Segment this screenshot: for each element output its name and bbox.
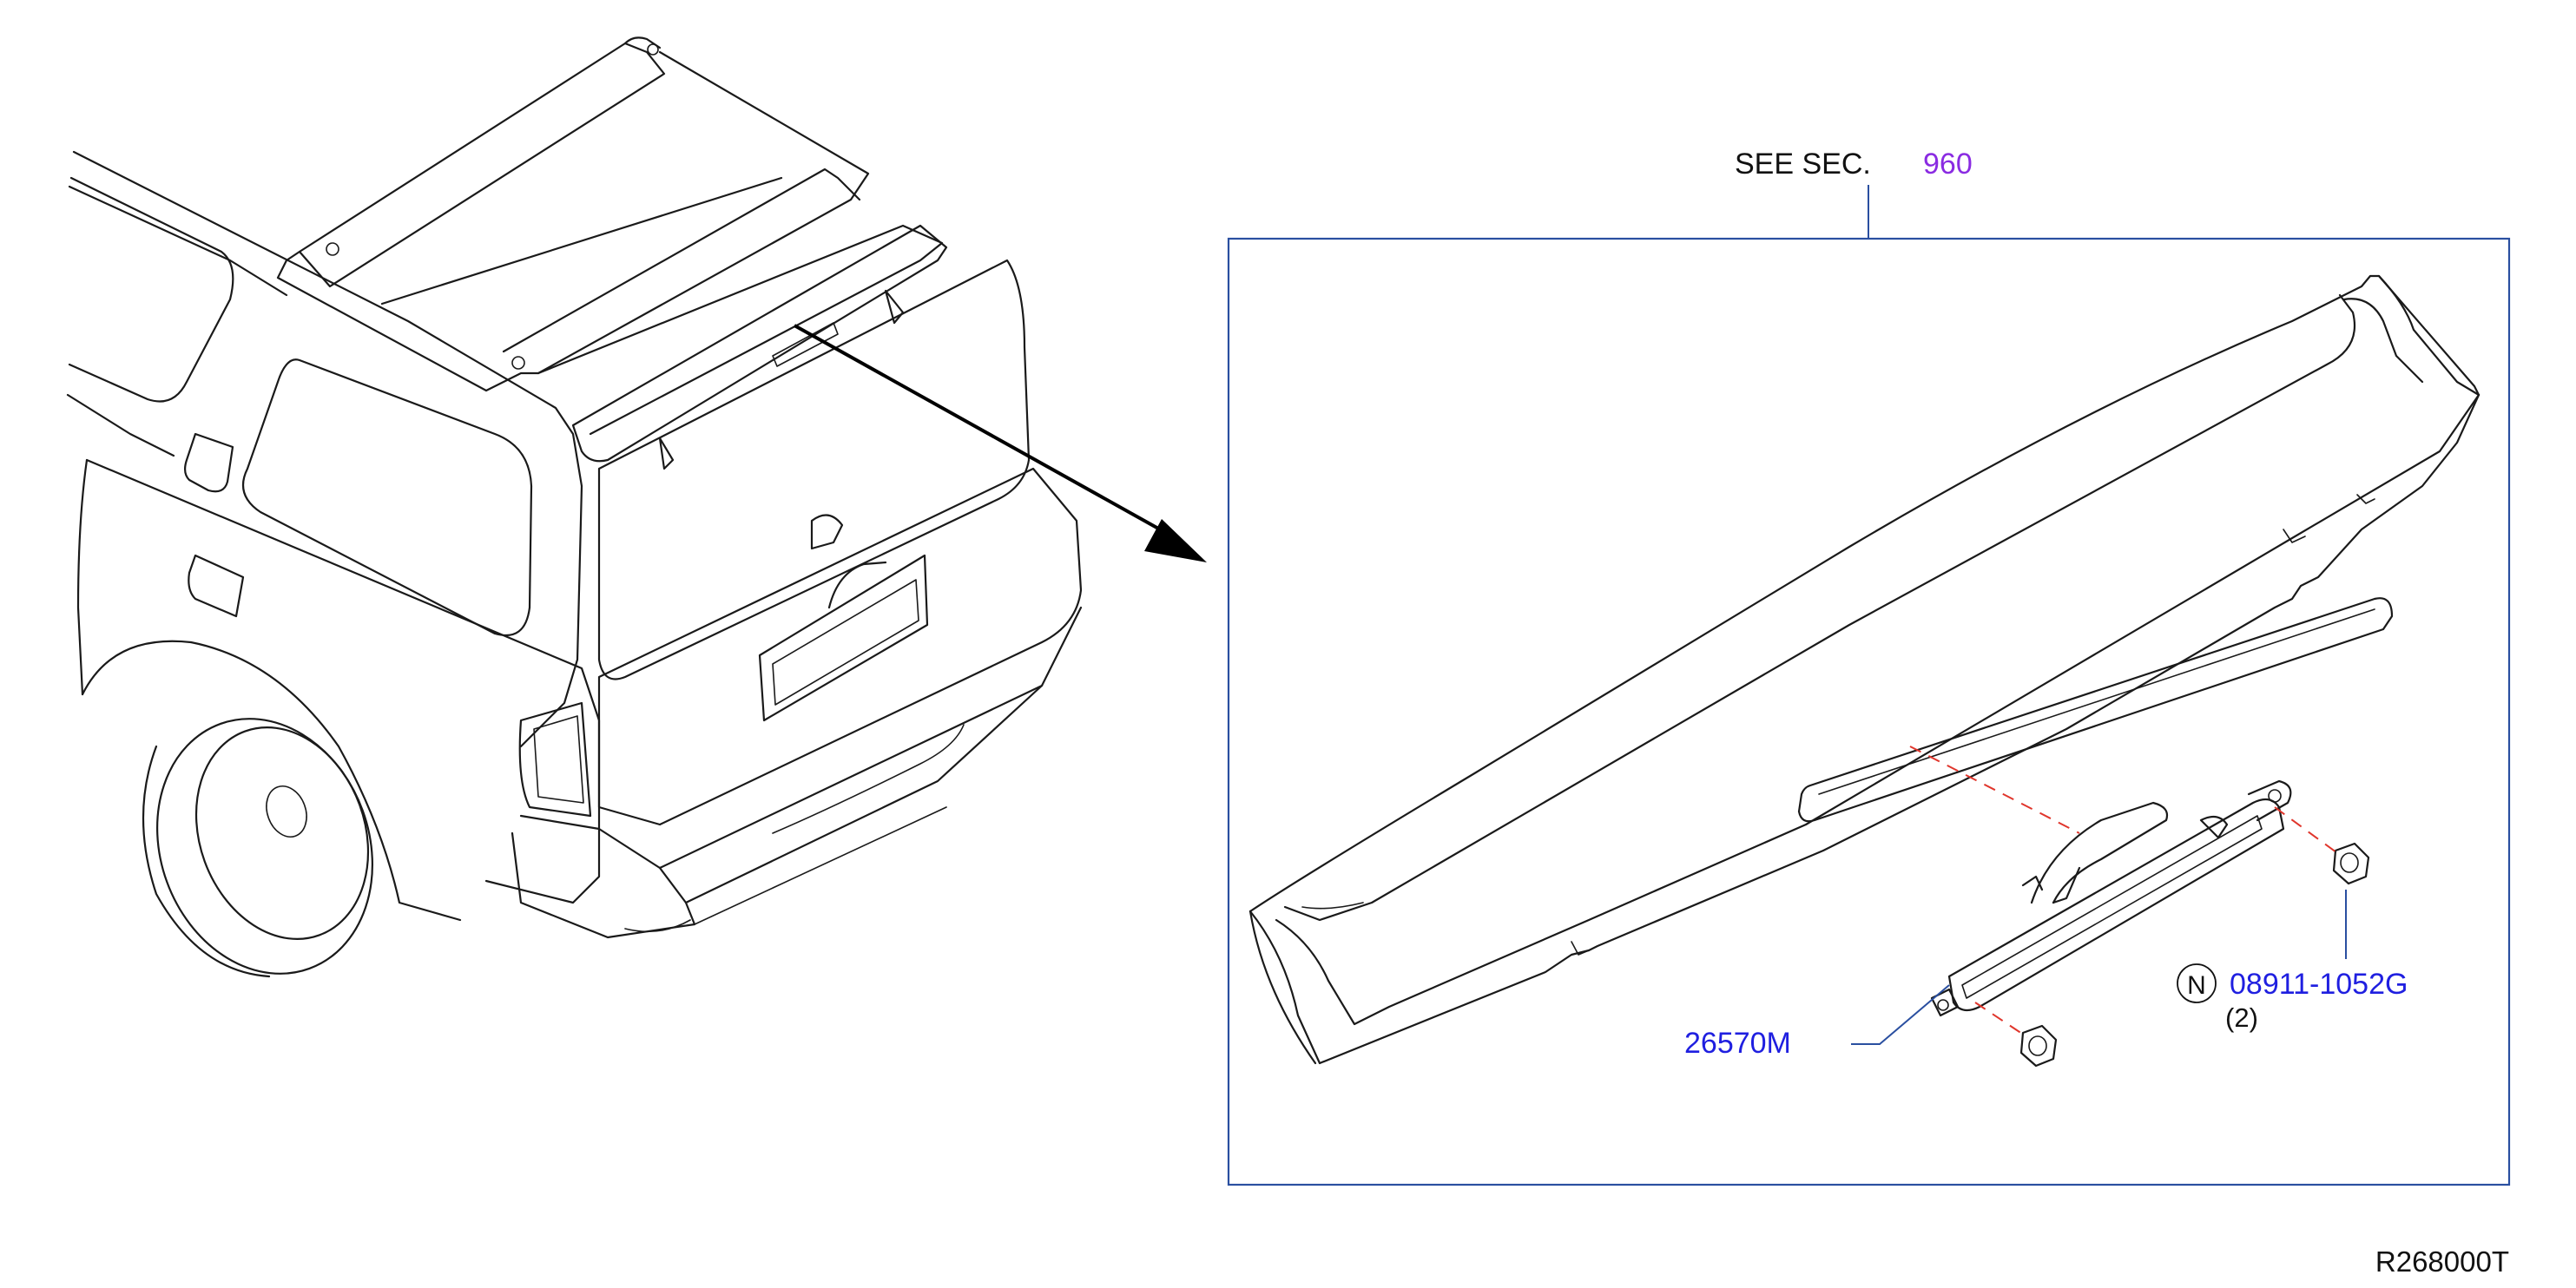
nut-part-number-link[interactable]: 08911-1052G [2230, 968, 2408, 1001]
see-section-reference: SEE SEC. 960 [1735, 148, 1973, 239]
lamp-part-number-link[interactable]: 26570M [1684, 1027, 1791, 1060]
new-part-symbol-circle [2177, 963, 2217, 1003]
nut-quantity: (2) [2225, 1002, 2258, 1033]
see-section-prefix: SEE SEC. [1735, 148, 1871, 181]
lamp-part-callout: 26570M [1684, 984, 1950, 1060]
assembly-lines [1909, 746, 2341, 1038]
section-number-link[interactable]: 960 [1923, 148, 1973, 181]
nut-part-callout: N 08911-1052G (2) [2177, 890, 2408, 1033]
lamp-leader-line [1851, 984, 1950, 1045]
high-mount-stop-lamp [1930, 779, 2292, 1017]
diagram-code: R268000T [2375, 1245, 2509, 1278]
hex-nut-lower [2019, 1024, 2058, 1068]
detail-frame [1227, 237, 2511, 1186]
callout-arrow [794, 324, 1207, 562]
vehicle-rear-illustration [66, 36, 1083, 978]
rear-spoiler-detail [1248, 274, 2480, 1065]
new-part-symbol: N [2187, 971, 2206, 1000]
hex-nut-right [2332, 842, 2370, 885]
